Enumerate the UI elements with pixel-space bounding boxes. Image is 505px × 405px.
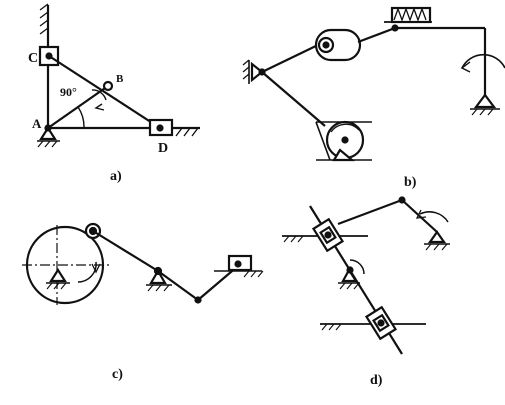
middle-rotation-arc [349,259,365,275]
label-point-a: A [32,116,42,131]
caption-c: c) [112,367,123,382]
rotation-arc-right [461,53,505,69]
figure-a [37,3,200,148]
rocker-link [157,270,199,301]
upper-coupler-d [337,198,403,226]
floor-hatching-right [175,127,199,137]
pivot-a-support [38,125,58,141]
caption-a: a) [110,169,122,184]
label-point-c: C [28,51,38,66]
angle-arc-b [91,89,107,101]
caption-d: d) [370,373,383,388]
figure-c [22,222,264,305]
label-point-d: D [158,141,168,156]
roller-end-left [317,36,335,54]
spring-coil [393,7,427,22]
upper-link [261,43,321,73]
joint-d [156,124,164,132]
caption-b: b) [404,175,417,190]
label-point-b: B [116,73,124,85]
joint-b [102,80,114,92]
rocker-rotation-arc [419,211,449,223]
coupler-link [92,230,159,272]
middle-pivot-support-d [341,267,359,283]
rocker-d [401,199,438,233]
figure-b [242,6,505,162]
link-cd [48,55,161,129]
right-pivot-support [473,93,497,109]
middle-pivot-support [149,268,167,285]
rocker-pivot-support-d [427,230,447,244]
lower-link [261,71,326,127]
figure-d [282,196,450,355]
left-pivot-support [250,61,264,83]
label-angle-90: 90° [60,85,77,99]
wall-hatching-left [39,3,49,35]
angle-arc-a [77,106,85,129]
disk-pivot-support [48,267,68,283]
disk-rotation-arc [77,261,97,283]
roller-to-spring-link [357,26,396,44]
